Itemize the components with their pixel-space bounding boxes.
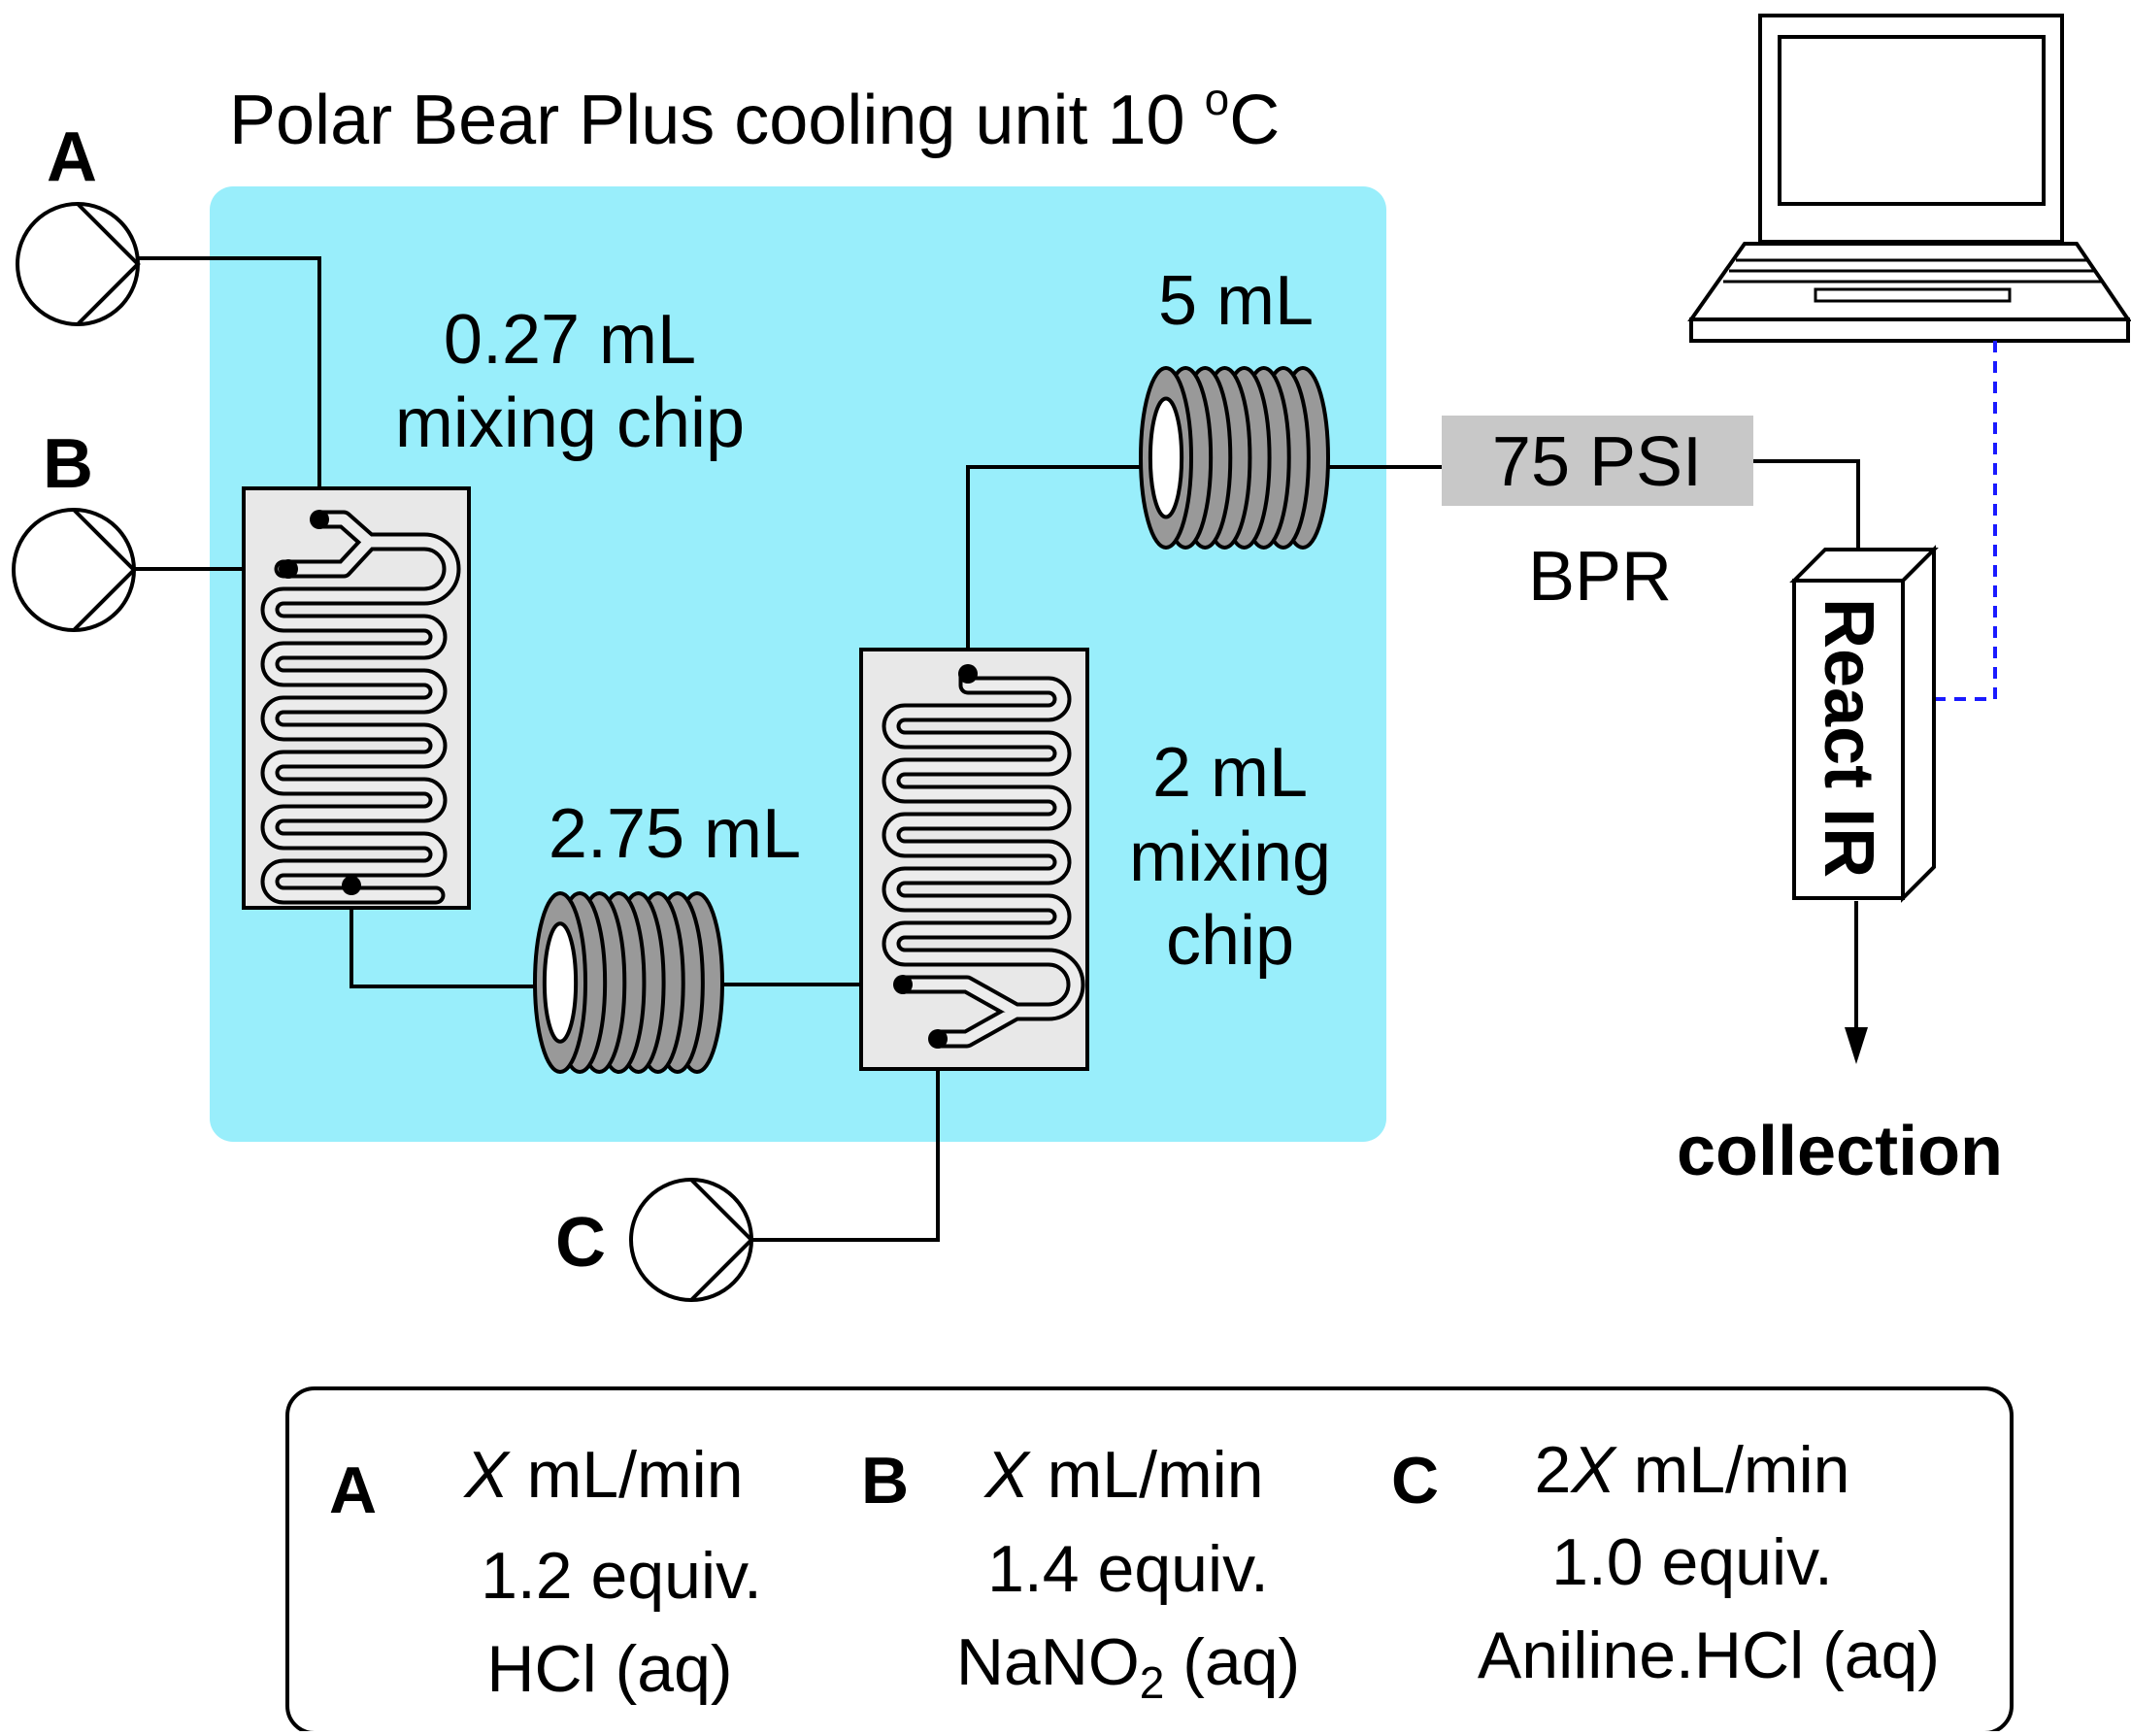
chip2-port-in bbox=[893, 975, 913, 994]
coil-bore bbox=[542, 921, 579, 1044]
tube-chip2-to-coil2 bbox=[966, 465, 1174, 674]
chip2-name-line1: mixing bbox=[1129, 818, 1331, 896]
chip1-volume: 0.27 mL bbox=[444, 301, 696, 379]
coil2-volume: 5 mL bbox=[1158, 262, 1314, 340]
laptop-screen-inner bbox=[1778, 35, 2046, 206]
pump-c: C bbox=[555, 1178, 754, 1302]
bpr-label: BPR bbox=[1528, 538, 1672, 616]
laptop-icon bbox=[1687, 14, 2131, 343]
legend-a-rate: X mL/min bbox=[462, 1438, 743, 1512]
laptop-trackpad bbox=[1814, 287, 2012, 303]
pump-a: A bbox=[16, 118, 141, 326]
pump-c-body bbox=[629, 1178, 753, 1302]
chip2-volume: 2 mL bbox=[1152, 734, 1308, 812]
collection-label: collection bbox=[1677, 1113, 2003, 1190]
pump-a-label: A bbox=[47, 118, 97, 196]
react-ir-front bbox=[1792, 579, 1905, 900]
legend-c-letter: C bbox=[1391, 1444, 1439, 1518]
mixing-chip-2: 2 mL mixing chip bbox=[859, 648, 1331, 1071]
tube-bpr-to-react-ir bbox=[1753, 459, 1860, 563]
legend-b-reagent: NaNO2 (aq) bbox=[956, 1625, 1300, 1708]
chip2-channel-inner bbox=[885, 668, 1082, 1045]
pump-a-triangle bbox=[76, 202, 141, 326]
legend-a-reagent: HCl (aq) bbox=[486, 1632, 732, 1706]
chip1-port-out bbox=[342, 876, 361, 895]
pump-b-label: B bbox=[43, 425, 93, 503]
coil1-volume: 2.75 mL bbox=[549, 795, 801, 873]
legend-b-equiv: 1.4 equiv. bbox=[987, 1532, 1269, 1606]
react-ir-label: React IR bbox=[1810, 598, 1887, 878]
legend-a-letter: A bbox=[329, 1453, 377, 1527]
collection-arrowhead bbox=[1845, 1027, 1868, 1064]
legend-a-equiv: 1.2 equiv. bbox=[481, 1539, 762, 1613]
coil-bore bbox=[1148, 396, 1184, 519]
chip2-port-c bbox=[928, 1029, 948, 1049]
tube-pump-a-to-chip1 bbox=[139, 256, 321, 519]
laptop-base bbox=[1689, 317, 2130, 343]
cooling-unit-label: Polar Bear Plus cooling unit 10 oC bbox=[229, 74, 1280, 159]
bpr-pressure: 75 PSI bbox=[1492, 423, 1702, 501]
tube-chip1-to-coil1 bbox=[350, 885, 549, 988]
data-link-dashed bbox=[1934, 341, 1997, 701]
legend-b-rate: X mL/min bbox=[982, 1438, 1263, 1512]
react-ir-side bbox=[1901, 545, 1936, 903]
pump-c-label: C bbox=[555, 1204, 606, 1282]
legend-c-reagent: Aniline.HCl (aq) bbox=[1478, 1619, 1940, 1692]
back-pressure-regulator: 75 PSI BPR bbox=[1442, 416, 1753, 616]
pump-b-body bbox=[12, 508, 136, 632]
legend-b-letter: B bbox=[861, 1444, 909, 1518]
cooling-unit-bath bbox=[210, 186, 1386, 1142]
react-ir-flow-cell: React IR bbox=[1789, 545, 1939, 903]
coil-reactor-1 bbox=[533, 891, 724, 1074]
pump-a-body bbox=[16, 202, 140, 326]
chip2-name-line2: chip bbox=[1166, 902, 1294, 980]
chip1-name: mixing chip bbox=[395, 384, 745, 462]
chip1-channel-inner bbox=[264, 514, 457, 901]
tube-pump-c-to-chip2 bbox=[752, 1039, 940, 1242]
bpr-body bbox=[1442, 416, 1753, 506]
chip1-port-a bbox=[310, 510, 329, 529]
reagent-legend: A X mL/min 1.2 equiv. HCl (aq) B X mL/mi… bbox=[285, 1386, 2014, 1735]
chip1-port-b bbox=[279, 559, 298, 579]
legend-c-equiv: 1.0 equiv. bbox=[1551, 1525, 1833, 1599]
legend-c-rate: 2X mL/min bbox=[1534, 1433, 1849, 1507]
coil-reactor-2 bbox=[1139, 366, 1330, 550]
mixing-chip-1: 0.27 mL mixing chip bbox=[242, 301, 745, 910]
pump-c-triangle bbox=[689, 1178, 754, 1302]
pump-b: B bbox=[12, 425, 137, 632]
pump-b-triangle bbox=[72, 508, 137, 632]
chip2-port-out bbox=[958, 664, 978, 684]
